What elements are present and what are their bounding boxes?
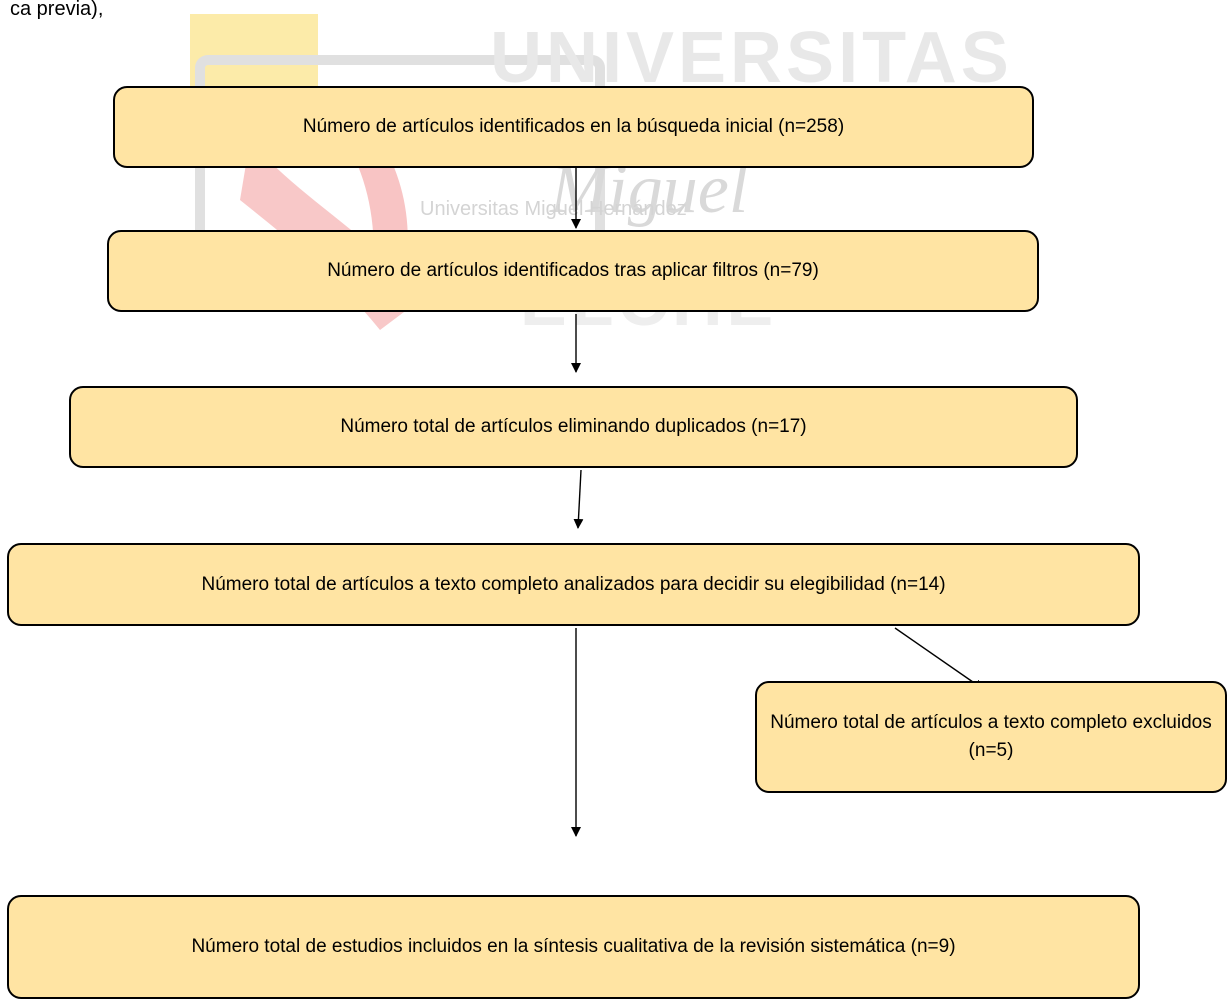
arrow-step3-to-step4 <box>573 469 584 529</box>
flow-box-initial-search-text: Número de artículos identificados en la … <box>302 116 845 138</box>
arrow-step4-to-excluded <box>894 627 984 690</box>
flow-box-full-text-assessed-text: Número total de artículos a texto comple… <box>201 573 946 595</box>
flow-box-after-filters-text: Número de artículos identificados tras a… <box>327 260 819 282</box>
flow-box-after-filters: Número de artículos identificados tras a… <box>107 230 1039 312</box>
flow-box-excluded-text: Número total de artículos a texto comple… <box>770 712 1212 761</box>
top-text-fragment: ca previa), <box>10 0 104 20</box>
flow-box-excluded: Número total de artículos a texto comple… <box>755 681 1227 793</box>
flow-box-remove-duplicates: Número total de artículos eliminando dup… <box>69 386 1078 468</box>
flow-box-included-final-text: Número total de estudios incluidos en la… <box>191 936 956 958</box>
flow-box-remove-duplicates-text: Número total de artículos eliminando dup… <box>340 416 807 438</box>
flow-box-included-final: Número total de estudios incluidos en la… <box>7 895 1140 999</box>
watermark-text-subtitle: Universitas Miguel Hernández <box>420 198 687 220</box>
flow-box-full-text-assessed: Número total de artículos a texto comple… <box>7 543 1140 626</box>
flow-box-initial-search: Número de artículos identificados en la … <box>113 86 1034 168</box>
